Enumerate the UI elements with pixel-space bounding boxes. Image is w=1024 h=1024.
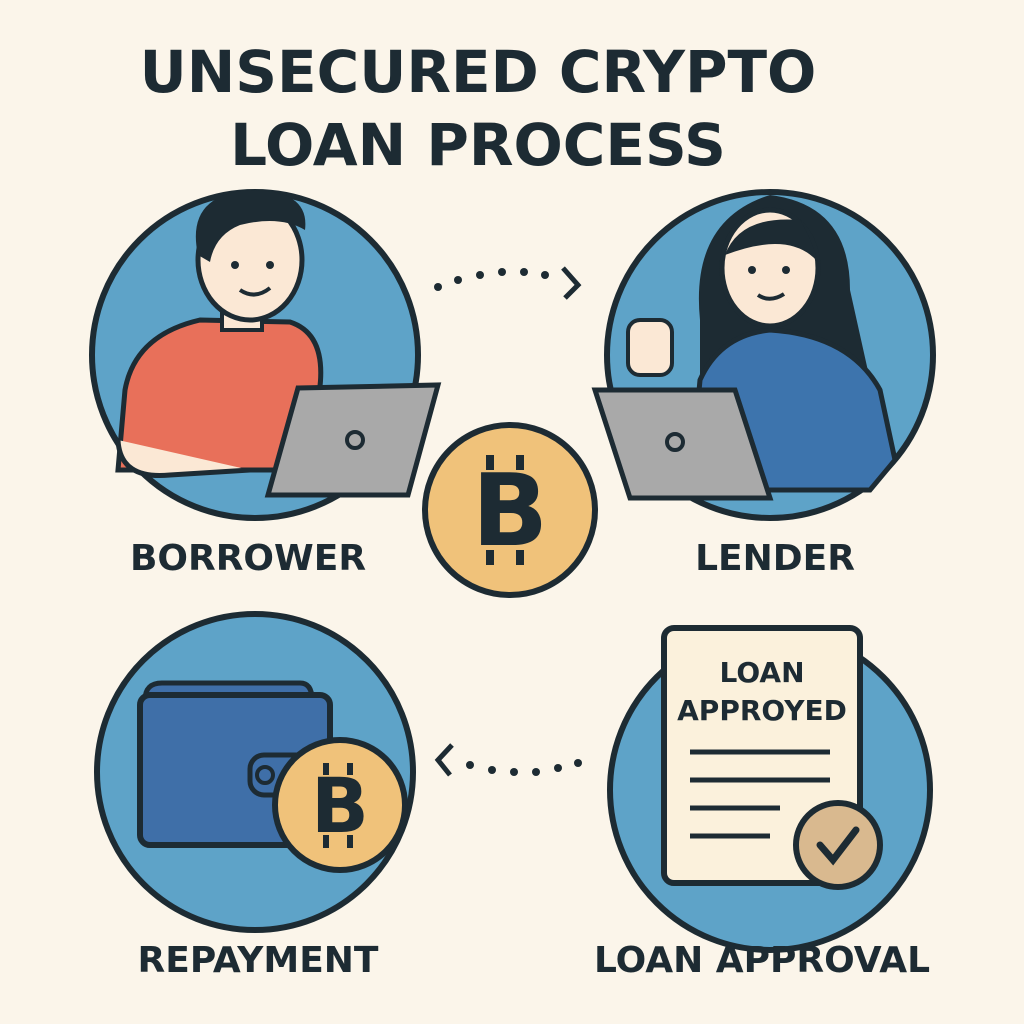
arrow-approval-to-repayment — [434, 743, 582, 777]
borrower-illustration — [89, 189, 442, 521]
checkmark-icon — [793, 800, 883, 890]
repayment-illustration: B — [94, 611, 416, 933]
arrow-borrower-to-lender — [434, 266, 582, 300]
step-label-borrower: BORROWER — [130, 538, 366, 579]
borrower-laptop — [264, 382, 442, 498]
title-line-2: LOAN PROCESS — [230, 111, 726, 179]
step-label-lender: LENDER — [695, 538, 855, 579]
svg-text:B: B — [472, 452, 548, 569]
wallet-bitcoin-icon: B — [272, 737, 408, 873]
title-line-1: UNSECURED CRYPTO — [140, 38, 817, 106]
bitcoin-coin-icon: B — [422, 422, 598, 598]
step-label-loan-approval: LOAN APPROVAL — [594, 940, 930, 981]
thumbs-up-icon — [626, 318, 674, 377]
step-label-repayment: REPAYMENT — [138, 940, 379, 981]
svg-text:B: B — [311, 761, 369, 850]
document-line-2: APPROYED — [677, 694, 847, 727]
loan-approval-illustration: LOAN APPROYED — [607, 625, 933, 953]
title: UNSECURED CRYPTO LOAN PROCESS — [140, 38, 817, 179]
borrower-hair — [195, 190, 306, 262]
lender-illustration — [591, 189, 936, 521]
document-line-1: LOAN — [720, 656, 805, 689]
